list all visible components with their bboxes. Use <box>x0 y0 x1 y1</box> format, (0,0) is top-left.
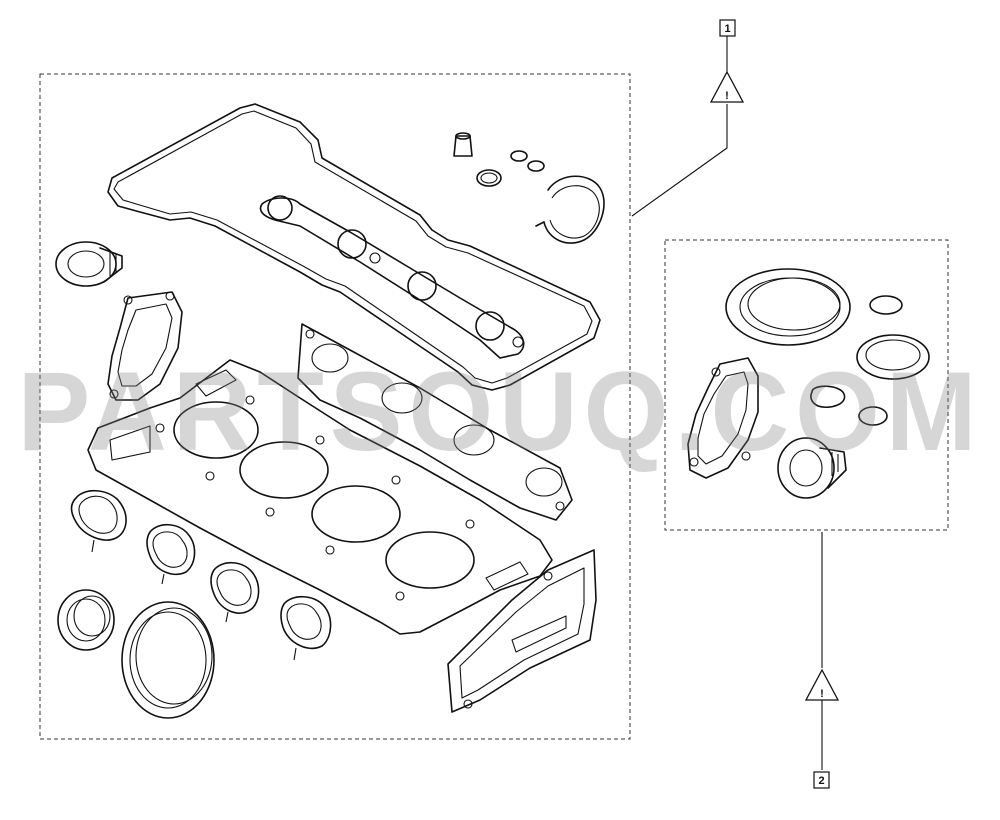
oval-seal-box2[interactable] <box>810 385 846 409</box>
rear-crankshaft-oil-seal[interactable] <box>121 601 215 719</box>
o-ring-box2-top[interactable] <box>869 295 903 315</box>
leader-line-1 <box>631 36 728 217</box>
svg-text:!: ! <box>820 688 824 700</box>
water-pump-gasket-1[interactable] <box>107 291 183 401</box>
o-ring-small-2[interactable] <box>527 160 545 172</box>
o-ring-medium[interactable] <box>476 169 502 187</box>
exhaust-manifold-gasket[interactable] <box>297 323 573 521</box>
intake-port-seal-2[interactable] <box>146 523 196 585</box>
warning-triangle-1: ! <box>709 70 745 103</box>
crankshaft-front-oil-seal[interactable] <box>725 268 851 346</box>
group-box-1 <box>39 73 631 740</box>
thermostat-1[interactable] <box>55 241 123 287</box>
cylinder-head-gasket[interactable] <box>87 359 553 635</box>
intake-port-seal-3[interactable] <box>210 561 260 623</box>
intake-port-seal-1[interactable] <box>70 489 127 553</box>
svg-text:!: ! <box>725 90 729 102</box>
timing-cover-gasket[interactable] <box>447 549 597 713</box>
callout-2[interactable]: 2 <box>813 771 830 789</box>
spark-plug-seal[interactable] <box>453 132 473 157</box>
watermark: PARTSOUQ.COM <box>18 349 983 474</box>
intake-port-seal-4[interactable] <box>280 595 332 661</box>
front-oil-seal[interactable] <box>535 175 605 244</box>
warning-triangle-2: ! <box>804 668 840 701</box>
water-pump-gasket-2[interactable] <box>687 357 759 479</box>
group-box-2 <box>664 239 949 531</box>
o-ring-box2-bottom[interactable] <box>858 406 888 426</box>
camshaft-oil-seal[interactable] <box>57 589 115 651</box>
oil-seal-box2[interactable] <box>856 334 930 380</box>
callout-1[interactable]: 1 <box>719 19 736 37</box>
svg-text:1: 1 <box>724 23 730 35</box>
svg-text:2: 2 <box>818 775 824 787</box>
valve-cover-gasket[interactable] <box>107 103 601 391</box>
thermostat-2[interactable] <box>777 437 847 499</box>
o-ring-small-1[interactable] <box>510 150 528 162</box>
